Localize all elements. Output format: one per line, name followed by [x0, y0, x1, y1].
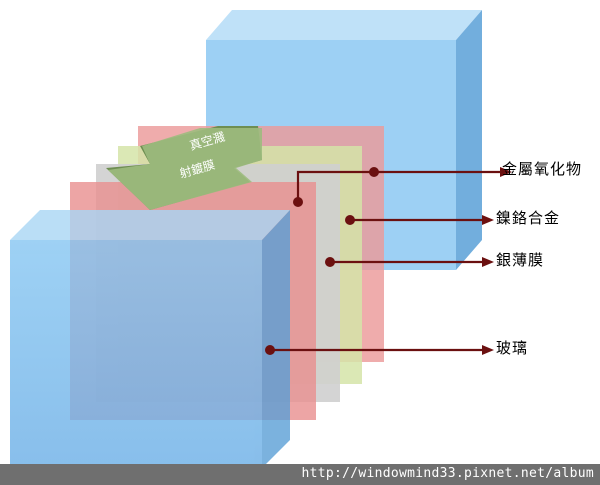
label-silver-film: 銀薄膜 [496, 251, 545, 269]
leader-oxide-elbow [296, 170, 374, 202]
label-nickel-chromium-alloy: 鎳鉻合金 [496, 209, 561, 227]
label-metal-oxide: 金屬氧化物 [502, 160, 583, 178]
leader-lines [270, 170, 500, 352]
leader-dots [265, 167, 379, 355]
sputtering-arrow: 真空濺 射鍍膜 [106, 126, 262, 210]
arrowheads [482, 167, 512, 355]
watermark-bar: http://windowmind33.pixnet.net/album [0, 464, 600, 485]
front-glass-pane [10, 210, 290, 468]
label-glass: 玻璃 [496, 339, 529, 357]
watermark-url: http://windowmind33.pixnet.net/album [301, 466, 594, 481]
